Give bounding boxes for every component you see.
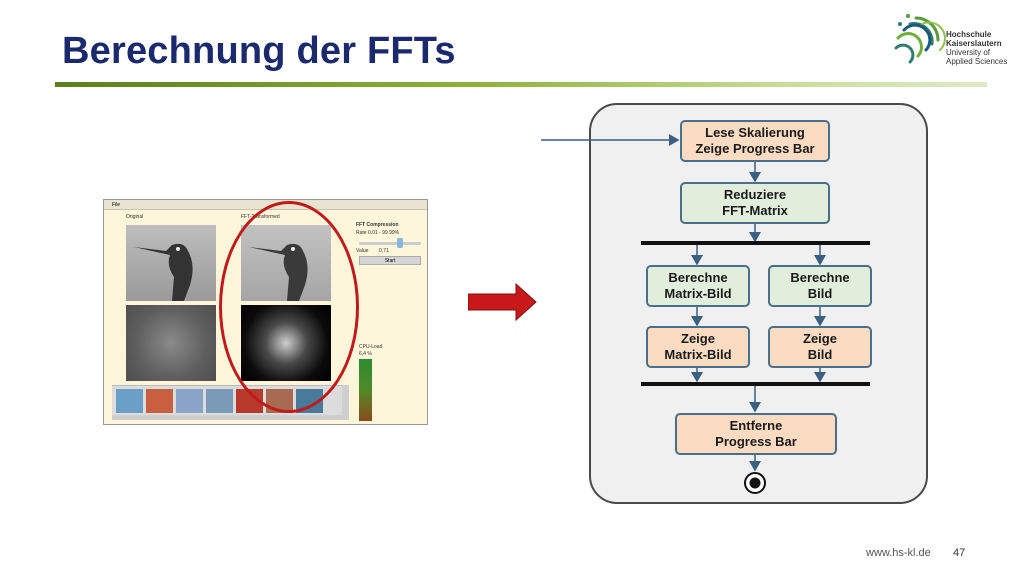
slide-title: Berechnung der FFTs [62,30,456,72]
compression-slider-track[interactable] [359,242,421,245]
node-zeige-matrix-line1: Zeige [681,331,715,346]
node-zeige-bild-line2: Bild [807,347,833,362]
title-underline [55,82,987,87]
thumbnail-3[interactable] [176,389,203,413]
original-bird-image [126,225,216,301]
thumbnail-2[interactable] [146,389,173,413]
value-readout: 0,71 [379,248,389,254]
rate-label: Rate 0.01 - 99.99% [356,230,400,236]
compression-title: FFT Compression [356,222,399,228]
page-number: 47 [953,547,966,559]
right-arrow-icon [468,283,537,322]
node-zeige-matrix-line2: Matrix-Bild [664,347,732,362]
logo-line-4: Applied Sciences [946,57,1008,66]
node-zeige-bild-line1: Zeige [803,331,837,346]
footer-url[interactable]: www.hs-kl.de [866,547,931,559]
original-spectrum-image [126,305,216,381]
value-label: Value [356,248,369,254]
cpu-load-value: 6,4 % [359,351,372,357]
horizontal-scrollbar[interactable] [112,415,342,420]
highlight-ellipse [219,201,359,413]
node-entferne-line2: Progress Bar [715,434,797,449]
original-label: Original [126,214,144,220]
node-berechne-bild-line2: Bild [807,286,833,301]
vertical-scrollbar[interactable] [342,385,349,420]
logo-line-2: Kaiserslautern [946,39,1002,48]
node-reduziere-line1: Reduziere [723,187,787,202]
compression-slider-handle[interactable] [397,238,403,248]
bird-icon [134,243,193,301]
thumbnail-1[interactable] [116,389,143,413]
start-button[interactable]: Start [359,256,421,265]
logo-line-3: University of [946,48,991,57]
node-berechne-matrix-line2: Matrix-Bild [664,286,732,301]
fork-bar [641,241,870,245]
join-bar [641,382,870,386]
node-lese-line1: Lese Skalierung [705,125,805,140]
cpu-load-bar [359,359,372,421]
university-logo-icon [894,14,946,64]
thumbnail-4[interactable] [206,389,233,413]
logo-line-1: Hochschule [946,30,992,39]
node-lese-line2: Zeige Progress Bar [695,141,815,156]
node-berechne-matrix-line1: Berechne [668,270,728,285]
node-berechne-bild-line1: Berechne [790,270,850,285]
logo-text: Hochschule Kaiserslautern University of … [946,30,1007,66]
node-reduziere-line2: FFT-Matrix [722,203,788,218]
node-entferne-line1: Entferne [729,418,783,433]
cpu-load-label: CPU-Load [359,344,383,350]
